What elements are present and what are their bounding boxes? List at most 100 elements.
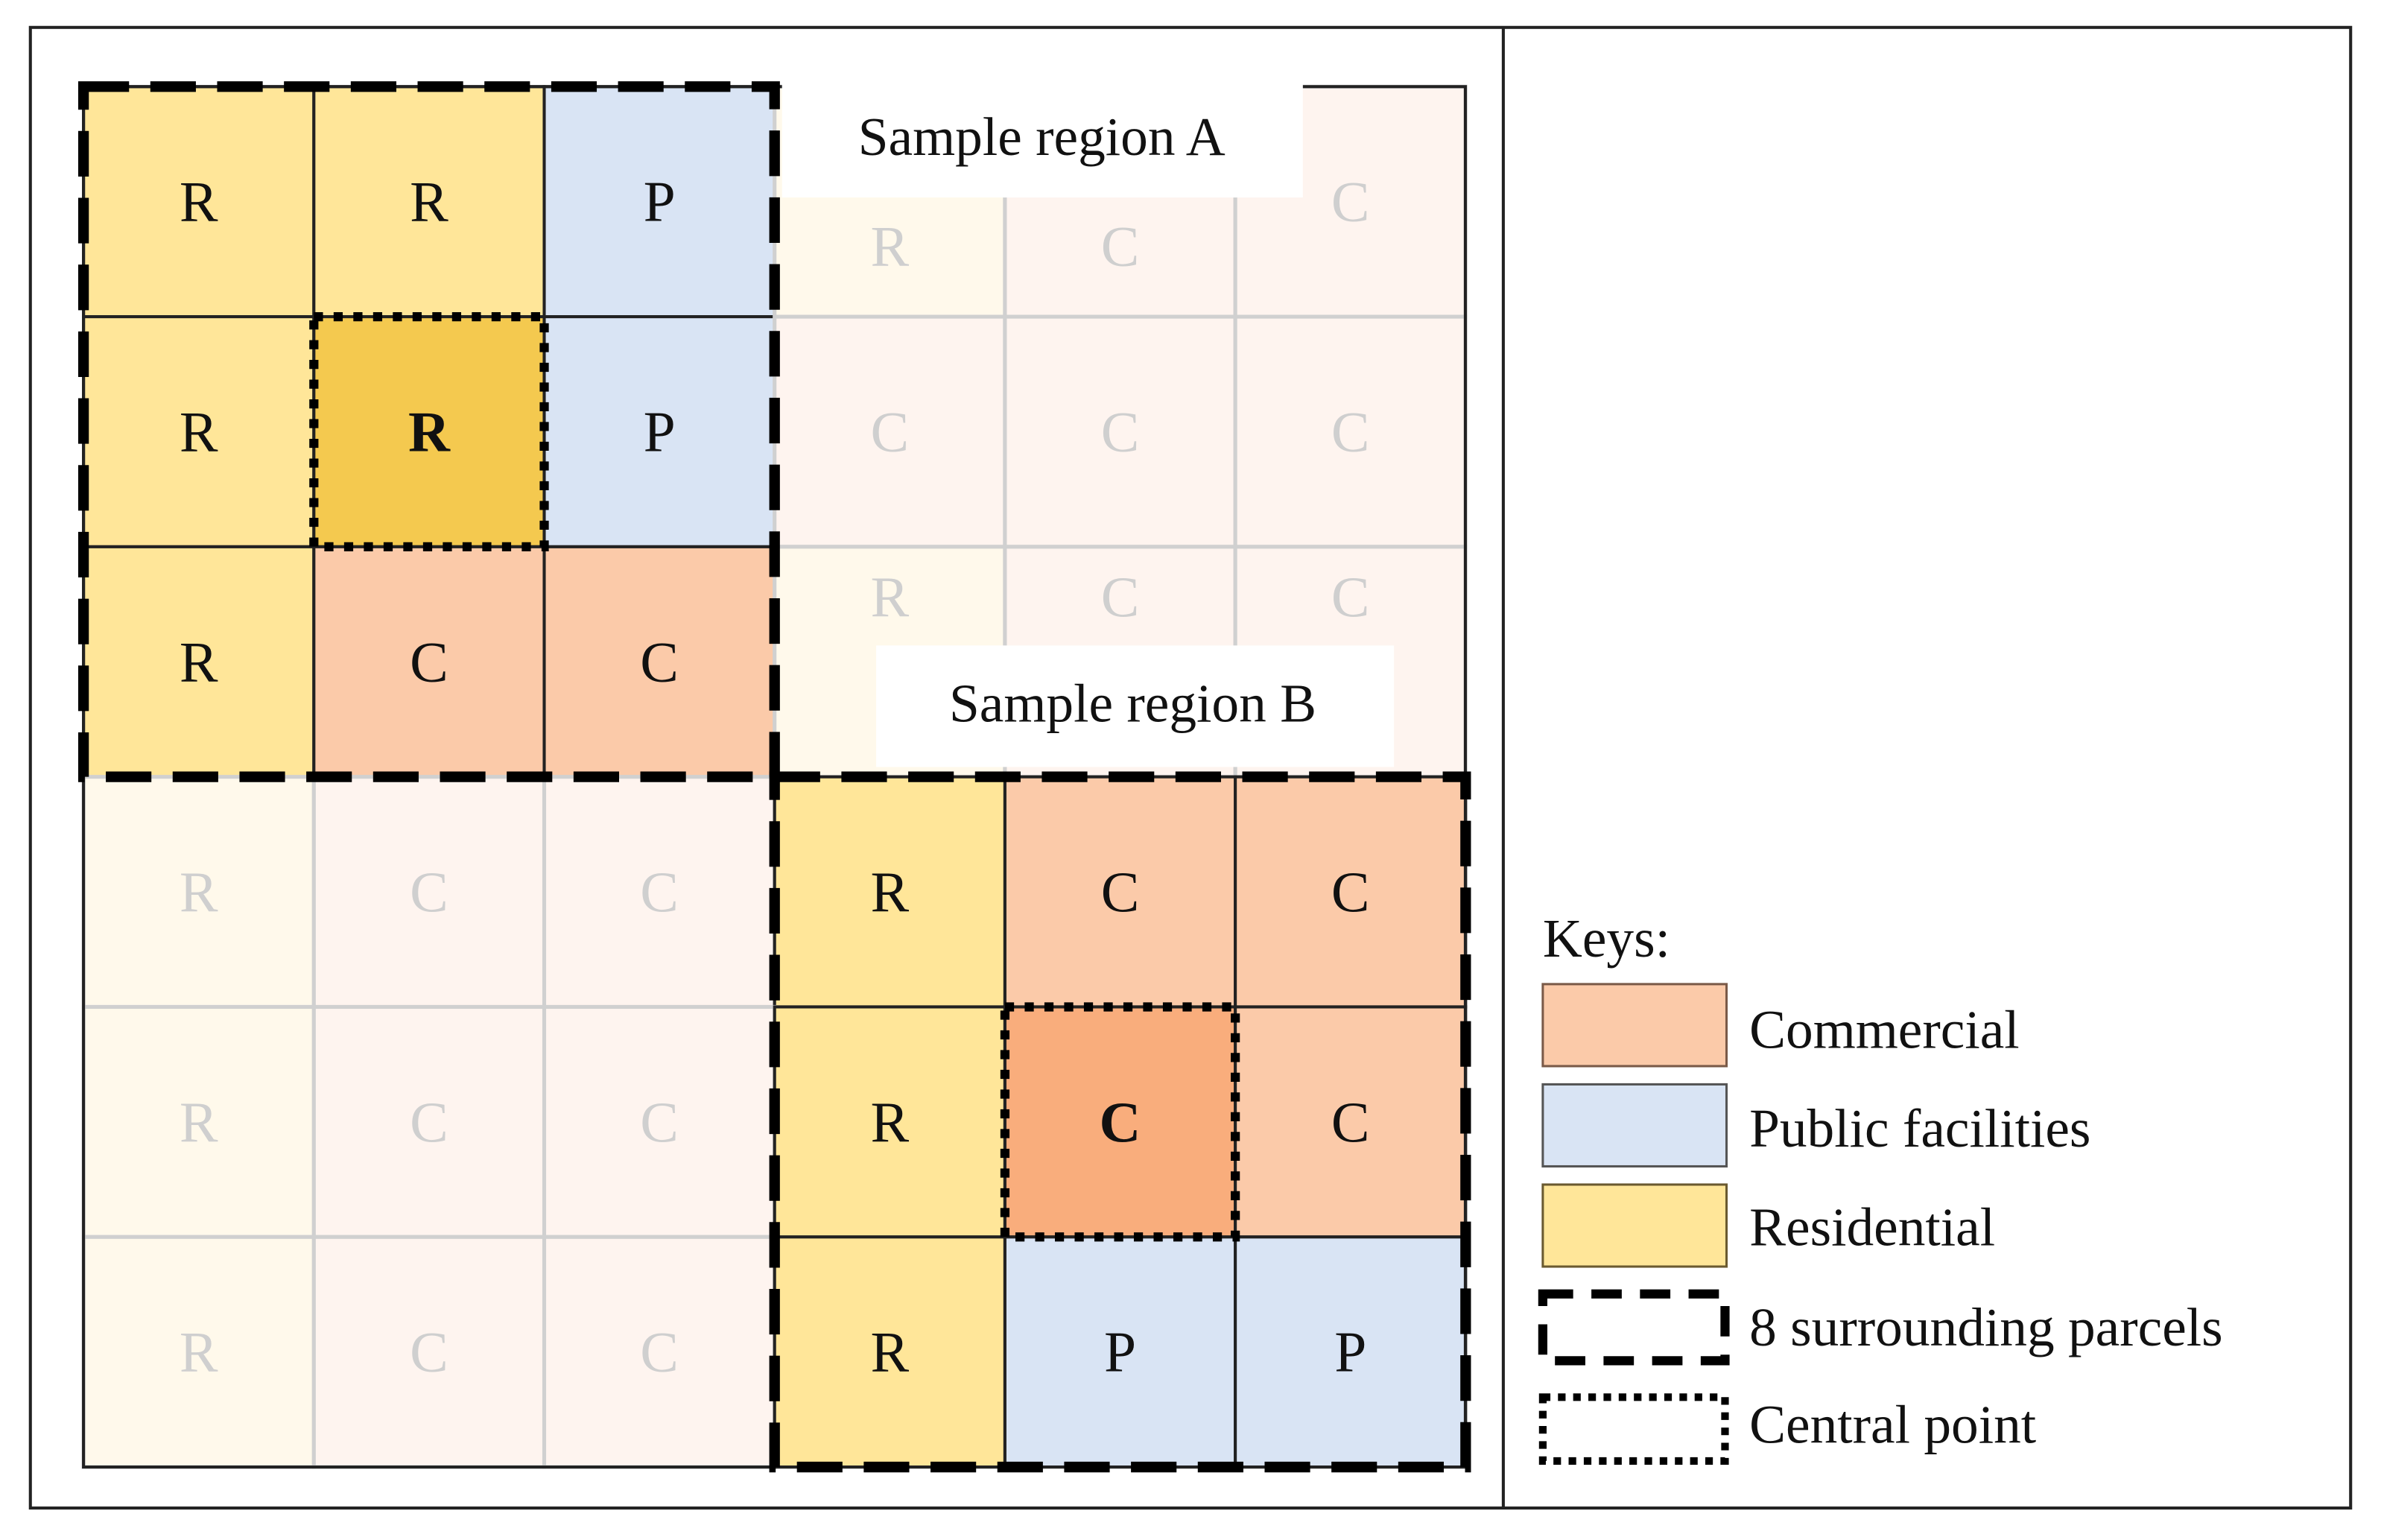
parcel-letter: C bbox=[1101, 860, 1140, 924]
parcel-fill bbox=[311, 1004, 547, 1239]
parcel-letter: P bbox=[1104, 1320, 1136, 1384]
parcel-cell-commercial: C bbox=[1003, 775, 1237, 1009]
parcel-letter: C bbox=[1101, 565, 1140, 629]
parcel-cell-commercial: C bbox=[773, 314, 1007, 549]
legend-label-central: Central point bbox=[1749, 1394, 2036, 1454]
parcel-fill bbox=[312, 85, 546, 319]
parcel-letter: C bbox=[640, 1090, 679, 1154]
parcel-letter: R bbox=[870, 860, 909, 924]
parcel-cell-residential: R bbox=[773, 1005, 1006, 1239]
parcel-letter: C bbox=[410, 630, 448, 694]
parcel-cell-commercial: C bbox=[1234, 775, 1468, 1009]
parcel-cell-public: P bbox=[1003, 1235, 1237, 1469]
parcel-letter: C bbox=[640, 1320, 679, 1384]
region-b-label: Sample region B bbox=[949, 673, 1316, 733]
parcel-cell-commercial: C bbox=[1003, 314, 1237, 549]
parcel-fill bbox=[1234, 1235, 1468, 1469]
parcel-letter: R bbox=[180, 170, 218, 234]
parcel-cell-residential: R bbox=[81, 775, 316, 1010]
parcel-letter: C bbox=[410, 860, 448, 924]
parcel-fill bbox=[82, 85, 316, 319]
parcel-letter: C bbox=[1331, 860, 1370, 924]
parcel-fill bbox=[1233, 314, 1468, 549]
parcel-cell-commercial: C bbox=[312, 545, 546, 779]
parcel-letter: C bbox=[1100, 1090, 1141, 1154]
parcel-letter: R bbox=[180, 399, 218, 463]
legend-swatch-public bbox=[1541, 1083, 1728, 1168]
parcel-letter: R bbox=[870, 1320, 909, 1384]
legend-label-public: Public facilities bbox=[1749, 1098, 2090, 1159]
legend-label-commercial: Commercial bbox=[1749, 1000, 2020, 1060]
parcel-cell-residential: R bbox=[82, 545, 316, 779]
parcel-cell-residential: R bbox=[81, 1235, 316, 1469]
parcel-letter: C bbox=[1331, 565, 1370, 629]
parcel-fill bbox=[1234, 1005, 1468, 1239]
parcel-fill bbox=[542, 1235, 777, 1469]
parcel-cell-commercial: C bbox=[542, 775, 777, 1010]
parcel-letter: C bbox=[640, 630, 679, 694]
parcel-letter: P bbox=[644, 399, 676, 463]
parcel-cell-residential: R bbox=[82, 85, 316, 319]
parcel-fill bbox=[542, 85, 776, 319]
parcel-cell-commercial: C bbox=[542, 545, 776, 779]
parcel-fill bbox=[1003, 314, 1237, 549]
parcel-fill bbox=[542, 545, 776, 779]
central-point-border-b bbox=[1000, 1002, 1240, 1242]
parcel-letter: R bbox=[870, 214, 909, 278]
parcel-letter: R bbox=[180, 1090, 218, 1154]
region-b-label-bg bbox=[876, 645, 1395, 767]
parcel-fill bbox=[82, 315, 316, 548]
parcel-letter: C bbox=[410, 1090, 448, 1154]
parcel-cell-residential: R bbox=[312, 85, 546, 319]
parcel-fill bbox=[773, 775, 1006, 1009]
parcel-letter: R bbox=[180, 860, 218, 924]
parcel-cell-residential: R bbox=[81, 1004, 316, 1239]
parcel-letter: C bbox=[640, 860, 679, 924]
legend: Keys: Commercial Public facilities Resid… bbox=[1538, 908, 2223, 1465]
parcel-letter: R bbox=[180, 1320, 218, 1384]
parcel-cell-commercial: C bbox=[311, 1235, 547, 1469]
parcel-letter: P bbox=[644, 170, 676, 234]
parcel-letter: C bbox=[1101, 214, 1140, 278]
parcel-letter: C bbox=[410, 1320, 448, 1384]
parcel-cell-residential: R bbox=[773, 1235, 1006, 1469]
legend-dashed-icon bbox=[1538, 1289, 1730, 1366]
parcel-letter: P bbox=[1334, 1320, 1366, 1384]
legend-label-residential: Residential bbox=[1749, 1197, 1995, 1257]
parcel-cell-commercial: C bbox=[542, 1235, 777, 1469]
parcel-fill bbox=[311, 775, 547, 1010]
parcel-cell-commercial: C bbox=[542, 1004, 777, 1239]
central-point-border-a bbox=[309, 311, 549, 551]
parcel-cell-public: P bbox=[542, 315, 776, 548]
parcel-cell-residential: R bbox=[312, 315, 546, 548]
parcel-fill bbox=[542, 775, 777, 1010]
parcel-fill bbox=[773, 1005, 1006, 1239]
parcel-cell-commercial: C bbox=[1003, 1005, 1237, 1239]
parcel-letter: R bbox=[180, 630, 218, 694]
legend-swatch-commercial bbox=[1541, 983, 1728, 1068]
parcel-letter: C bbox=[1101, 399, 1140, 463]
parcel-fill bbox=[773, 1235, 1006, 1469]
legend-label-surrounding: 8 surrounding parcels bbox=[1749, 1297, 2223, 1357]
parcel-fill bbox=[311, 1235, 547, 1469]
surrounding-parcels-border-a bbox=[77, 81, 780, 782]
region-a-label-bg bbox=[781, 83, 1303, 198]
parcel-letter: R bbox=[410, 170, 448, 234]
parcel-fill bbox=[82, 545, 316, 779]
parcel-cell-commercial: C bbox=[1233, 314, 1468, 549]
legend-swatch-residential bbox=[1541, 1183, 1728, 1268]
legend-title: Keys: bbox=[1543, 908, 1670, 969]
parcel-cell-public: P bbox=[1234, 1235, 1468, 1469]
surrounding-parcels-border-b bbox=[769, 771, 1471, 1473]
parcel-cell-residential: R bbox=[82, 315, 316, 548]
parcel-letter: R bbox=[408, 399, 451, 463]
parcel-cell-public: P bbox=[542, 85, 776, 319]
region-overlays bbox=[77, 81, 1471, 1473]
legend-dotted-icon bbox=[1538, 1393, 1729, 1465]
parcel-letter: C bbox=[1331, 170, 1370, 234]
parcel-cell-residential: R bbox=[773, 775, 1006, 1009]
parcel-letter: C bbox=[870, 399, 909, 463]
parcel-letter: R bbox=[870, 1090, 909, 1154]
parcel-cell-commercial: C bbox=[311, 775, 547, 1010]
